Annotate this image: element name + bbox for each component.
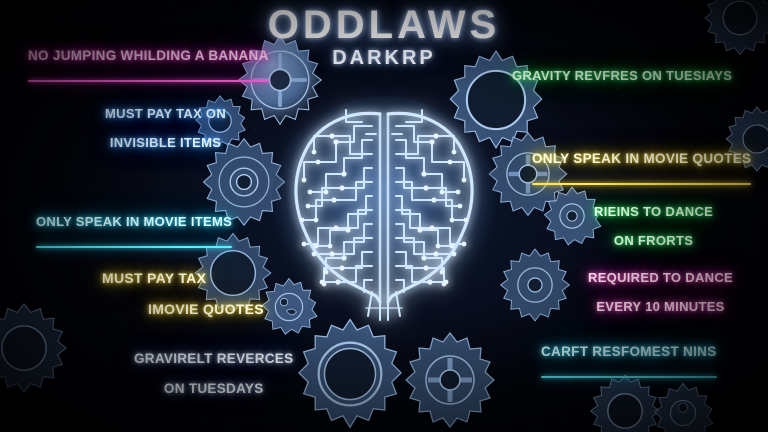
label-gravity-green: GRAVITY REVFRES ON TUESIAYS — [512, 54, 732, 98]
label-movie-items: ONLY SPEAK IN MOVIE ITEMS — [36, 200, 233, 262]
label-invisible-tax: MUST PAY TAX ON INVISIBLE ITEMS — [105, 92, 226, 165]
label-movie-quotes-underline — [532, 183, 752, 186]
gear-bottom-right-mid — [405, 332, 495, 428]
label-rieins-line1: RIEINS TO DANCE — [594, 203, 714, 219]
gear-bottom-center-large — [298, 318, 402, 429]
label-carft-text: CARFT RESFOMEST NINS — [541, 344, 717, 360]
label-movie-quotes-text: ONLY SPEAK IN MOVIE QUOTES — [532, 151, 752, 167]
label-carft: CARFT RESFOMEST NINS — [541, 329, 717, 393]
label-must-pay-tax: MUST PAY TAX IMOVIE QUOTES — [102, 255, 264, 333]
label-carft-underline — [541, 376, 717, 379]
label-movie-items-underline — [36, 245, 233, 248]
label-gravirelt-line2: ON TUESDAYS — [163, 381, 264, 397]
label-no-jumping-text: NO JUMPING WHILDING A BANANA — [28, 48, 269, 64]
label-gravirelt: GRAVIRELT REVERCES ON TUESDAYS — [134, 336, 293, 412]
label-movie-items-text: ONLY SPEAK IN MOVIE ITEMS — [36, 213, 233, 229]
label-required-dance: REQUIRED TO DANCE EVERY 10 MINUTES — [588, 256, 733, 329]
label-rieins-line2: ON FRORTS — [613, 232, 694, 248]
label-no-jumping: NO JUMPING WHILDING A BANANA — [28, 33, 269, 97]
gear-bottom-left-edge — [0, 302, 68, 394]
label-gravirelt-line1: GRAVIRELT REVERCES — [134, 351, 294, 367]
label-must-pay-tax-line1: MUST PAY TAX — [102, 269, 207, 286]
label-required-dance-line1: REQUIRED TO DANCE — [588, 269, 733, 285]
label-rieins: RIEINS TO DANCE ON FRORTS — [594, 190, 713, 263]
circuit-brain-graphic — [272, 96, 496, 326]
label-must-pay-tax-line2: IMOVIE QUOTES — [148, 301, 264, 318]
label-gravity-green-text: GRAVITY REVFRES ON TUESIAYS — [512, 67, 733, 83]
gear-right-lower — [499, 248, 571, 322]
label-invisible-tax-line2: INVISIBLE ITEMS — [109, 134, 222, 150]
label-no-jumping-underline — [28, 80, 269, 83]
label-invisible-tax-line1: MUST PAY TAX ON — [105, 105, 227, 121]
label-required-dance-line2: EVERY 10 MINUTES — [596, 298, 725, 314]
